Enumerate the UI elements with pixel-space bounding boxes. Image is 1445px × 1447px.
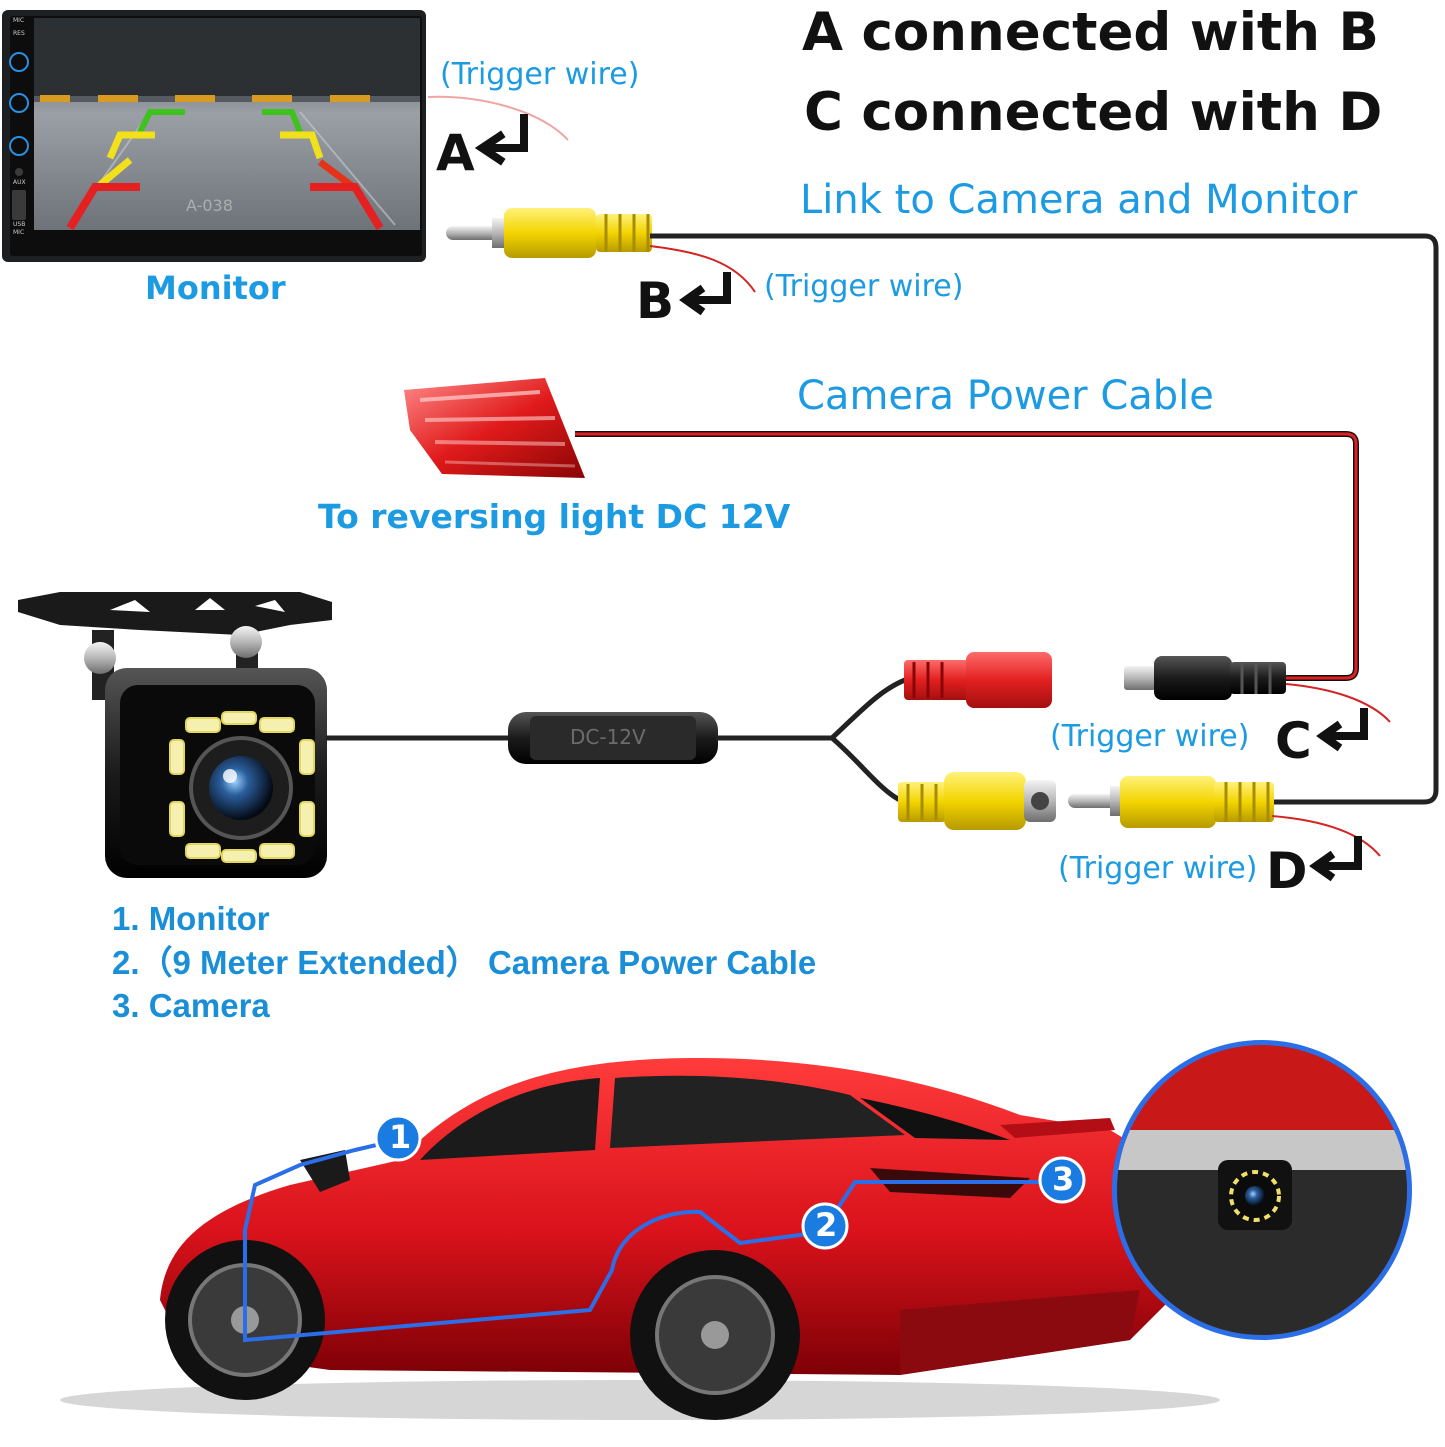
connector-letter-c: C: [1275, 712, 1312, 770]
camera-unit: [18, 592, 332, 878]
badge-1-label: 1: [389, 1118, 412, 1156]
trigger-wire-a-label: (Trigger wire): [440, 57, 640, 92]
badge-3-label: 3: [1052, 1160, 1075, 1198]
monitor-button-label: MIC: [13, 17, 25, 24]
monitor-device: [2, 10, 426, 262]
camera-lens-icon: [209, 756, 273, 820]
speaker-icon: [9, 136, 29, 156]
legend-item-3: 3. Camera: [112, 987, 270, 1024]
badge-2-label: 2: [815, 1206, 838, 1244]
dc-power-socket: [904, 652, 1052, 708]
monitor-button-label: RES: [13, 30, 25, 37]
menu-icon: [9, 93, 29, 113]
connector-letter-d: D: [1266, 842, 1308, 900]
trigger-wire-b-label: (Trigger wire): [764, 269, 964, 304]
monitor-button-label: MIC: [13, 229, 25, 236]
return-arrow-icon: [1309, 836, 1362, 882]
legend-item-1: 1. Monitor: [112, 900, 270, 937]
rca-socket-camera: [898, 772, 1056, 830]
cable-route-line: [243, 1138, 1062, 1343]
badge-1: [374, 1114, 422, 1162]
rca-plug-d: [1068, 776, 1274, 828]
reversing-light-label: To reversing light DC 12V: [318, 497, 791, 536]
reversing-light: [404, 378, 585, 478]
camera-power-cable-label: Camera Power Cable: [797, 373, 1214, 419]
connector-letter-a: A: [436, 124, 475, 182]
headline-line-2: C connected with D: [804, 82, 1383, 143]
trigger-wire-d-label: (Trigger wire): [1058, 851, 1258, 886]
badge-3: [1038, 1156, 1086, 1204]
connector-letter-b: B: [636, 272, 675, 330]
speaker-icon: [9, 52, 29, 72]
monitor-button-label: USB: [13, 221, 26, 228]
monitor-label: Monitor: [145, 269, 286, 307]
headline-line-1: A connected with B: [802, 2, 1379, 63]
monitor-button-column: [9, 52, 29, 220]
legend-item-2: 2.（9 Meter Extended） Camera Power Cable: [112, 944, 817, 981]
return-arrow-icon: [1316, 708, 1368, 752]
badge-2: [801, 1202, 849, 1250]
dc-12v-box: [508, 712, 718, 764]
car-illustration: [60, 1058, 1220, 1420]
return-arrow-icon: [679, 272, 731, 316]
monitor-button-label: AUX: [13, 179, 26, 186]
dc-power-plug-c: [1124, 656, 1286, 700]
rca-plug-b: [446, 208, 652, 258]
dc-12v-box-label: DC-12V: [570, 725, 646, 749]
trigger-wire-c-label: (Trigger wire): [1050, 719, 1250, 754]
return-arrow-icon: [474, 114, 528, 166]
license-plate-text: A-038: [186, 196, 233, 215]
link-camera-monitor-label: Link to Camera and Monitor: [800, 177, 1358, 223]
